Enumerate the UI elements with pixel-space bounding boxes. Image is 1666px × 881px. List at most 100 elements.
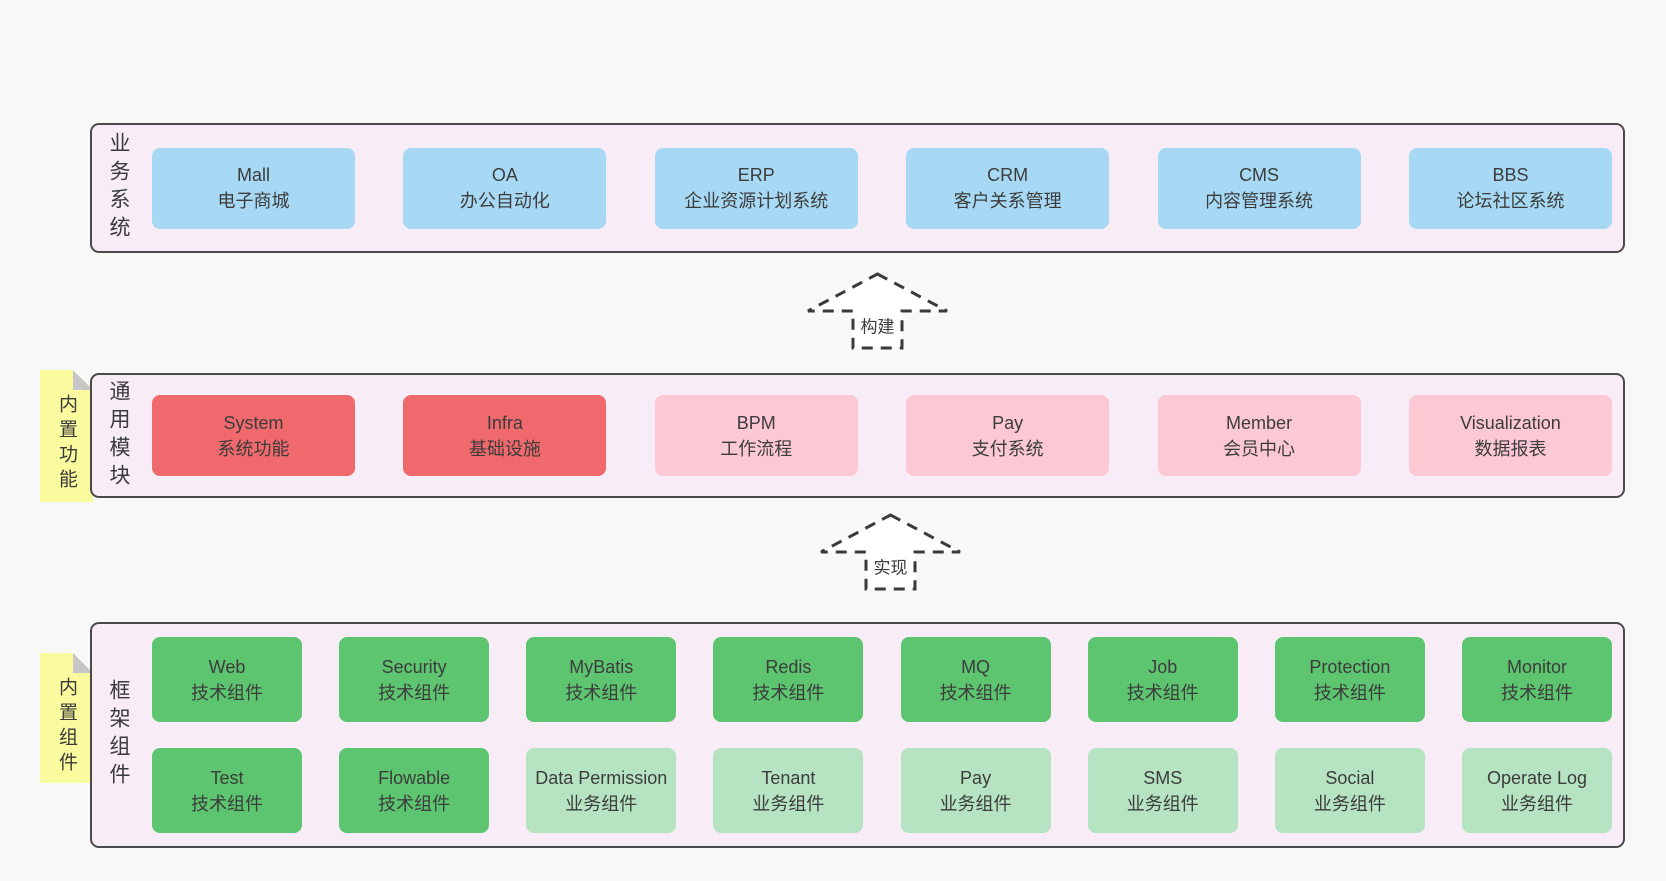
box-title: ERP xyxy=(737,165,775,185)
box-title: Monitor xyxy=(1506,656,1567,677)
box-title: System xyxy=(223,412,284,433)
box-security: Security 技术组件 xyxy=(339,637,490,722)
box-subtitle: 业务组件 xyxy=(939,793,1012,814)
box-subtitle: 技术组件 xyxy=(1126,682,1199,703)
arrow-label-implement: 实现 xyxy=(870,553,911,579)
box-tenant: Tenant 业务组件 xyxy=(713,748,864,833)
box-test: Test 技术组件 xyxy=(152,748,302,833)
implement-arrow: 实现 xyxy=(818,512,963,592)
box-subtitle: 数据报表 xyxy=(1474,438,1547,459)
note-label: 内置组件 xyxy=(56,677,77,777)
box-subtitle: 技术组件 xyxy=(1313,682,1386,703)
arrow-label-build: 构建 xyxy=(857,312,898,338)
box-redis: Redis 技术组件 xyxy=(713,637,864,722)
box-subtitle: 业务组件 xyxy=(752,793,825,814)
box-title: Tenant xyxy=(761,767,816,788)
box-infra: Infra 基础设施 xyxy=(403,395,607,476)
box-title: Test xyxy=(210,767,244,788)
box-subtitle: 论坛社区系统 xyxy=(1456,191,1565,211)
box-subtitle: 企业资源计划系统 xyxy=(684,191,829,211)
box-subtitle: 技术组件 xyxy=(378,682,451,703)
box-subtitle: 技术组件 xyxy=(378,793,451,814)
layer-label-framework-components: 框架组件 xyxy=(107,679,130,791)
box-title: Pay xyxy=(992,412,1024,433)
box-title: Mall xyxy=(236,165,270,185)
box-flowable: Flowable 技术组件 xyxy=(339,748,490,833)
box-title: Redis xyxy=(765,656,812,677)
box-subtitle: 客户关系管理 xyxy=(953,191,1062,211)
box-subtitle: 系统功能 xyxy=(217,438,290,459)
box-title: CRM xyxy=(987,165,1029,185)
box-title: Operate Log xyxy=(1486,767,1588,788)
box-oa: OA 办公自动化 xyxy=(403,147,607,229)
box-system: System 系统功能 xyxy=(152,395,355,476)
box-subtitle: 内容管理系统 xyxy=(1205,191,1314,211)
business-systems-grid: Mall 电子商城 OA 办公自动化 ERP 企业资源计划系统 CRM 客户关系… xyxy=(152,125,1612,251)
box-pay-business: Pay 业务组件 xyxy=(900,748,1051,833)
box-subtitle: 会员中心 xyxy=(1223,438,1296,459)
box-data-permission: Data Permission 业务组件 xyxy=(526,748,677,833)
layer-framework-components: 框架组件 Web 技术组件 Security 技术组件 MyBatis 技术组件… xyxy=(90,622,1625,848)
box-title: Infra xyxy=(486,412,523,433)
box-subtitle: 技术组件 xyxy=(939,682,1012,703)
framework-components-grid: Web 技术组件 Security 技术组件 MyBatis 技术组件 Redi… xyxy=(152,624,1612,846)
box-subtitle: 技术组件 xyxy=(1500,682,1573,703)
box-subtitle: 业务组件 xyxy=(1500,793,1573,814)
box-title: Visualization xyxy=(1460,412,1561,433)
note-label: 内置功能 xyxy=(56,394,77,494)
box-subtitle: 业务组件 xyxy=(1126,793,1199,814)
box-subtitle: 支付系统 xyxy=(971,438,1044,459)
box-title: Web xyxy=(208,656,246,677)
box-title: CMS xyxy=(1239,165,1280,185)
box-job: Job 技术组件 xyxy=(1087,637,1238,722)
box-title: OA xyxy=(491,165,518,185)
box-sms: SMS 业务组件 xyxy=(1087,748,1238,833)
up-arrow-icon xyxy=(820,513,961,591)
box-title: MyBatis xyxy=(569,656,634,677)
box-visualization: Visualization 数据报表 xyxy=(1408,395,1612,476)
box-title: Security xyxy=(381,656,447,677)
box-title: BPM xyxy=(736,412,776,433)
layer-common-modules: 通用模块 System 系统功能 Infra 基础设施 BPM 工作流程 Pay… xyxy=(90,373,1625,498)
up-arrow-icon xyxy=(807,272,948,350)
box-web: Web 技术组件 xyxy=(152,637,302,722)
common-modules-grid: System 系统功能 Infra 基础设施 BPM 工作流程 Pay 支付系统… xyxy=(152,375,1612,496)
layer-label-common-modules: 通用模块 xyxy=(107,379,130,492)
sticky-note-builtin-features: 内置功能 xyxy=(40,370,93,502)
box-subtitle: 办公自动化 xyxy=(459,191,550,211)
box-subtitle: 业务组件 xyxy=(565,793,638,814)
box-operate-log: Operate Log 业务组件 xyxy=(1461,748,1612,833)
box-erp: ERP 企业资源计划系统 xyxy=(654,147,858,229)
layer-label-business-systems: 业务系统 xyxy=(107,132,130,244)
box-mybatis: MyBatis 技术组件 xyxy=(526,637,677,722)
box-subtitle: 技术组件 xyxy=(191,682,263,703)
box-bpm: BPM 工作流程 xyxy=(654,395,858,476)
box-title: Flowable xyxy=(378,767,451,788)
box-member: Member 会员中心 xyxy=(1157,395,1361,476)
box-subtitle: 技术组件 xyxy=(191,793,263,814)
box-social: Social 业务组件 xyxy=(1274,748,1425,833)
box-cms: CMS 内容管理系统 xyxy=(1157,147,1361,229)
box-title: MQ xyxy=(961,656,991,677)
box-title: Data Permission xyxy=(535,767,668,788)
box-title: Protection xyxy=(1309,656,1391,677)
box-crm: CRM 客户关系管理 xyxy=(906,147,1110,229)
build-arrow: 构建 xyxy=(805,271,950,351)
sticky-note-builtin-components: 内置组件 xyxy=(40,653,93,783)
box-title: Social xyxy=(1325,767,1375,788)
box-title: Job xyxy=(1148,656,1178,677)
layer-business-systems: 业务系统 Mall 电子商城 OA 办公自动化 ERP 企业资源计划系统 CRM… xyxy=(90,123,1625,253)
box-subtitle: 业务组件 xyxy=(1313,793,1386,814)
box-pay: Pay 支付系统 xyxy=(906,395,1110,476)
box-mq: MQ 技术组件 xyxy=(900,637,1051,722)
box-subtitle: 工作流程 xyxy=(720,438,793,459)
box-title: BBS xyxy=(1492,165,1529,185)
box-title: Member xyxy=(1226,412,1293,433)
box-protection: Protection 技术组件 xyxy=(1274,637,1425,722)
box-title: Pay xyxy=(960,767,992,788)
box-subtitle: 基础设施 xyxy=(468,438,541,459)
box-monitor: Monitor 技术组件 xyxy=(1461,637,1612,722)
box-subtitle: 技术组件 xyxy=(565,682,638,703)
box-bbs: BBS 论坛社区系统 xyxy=(1408,147,1612,229)
